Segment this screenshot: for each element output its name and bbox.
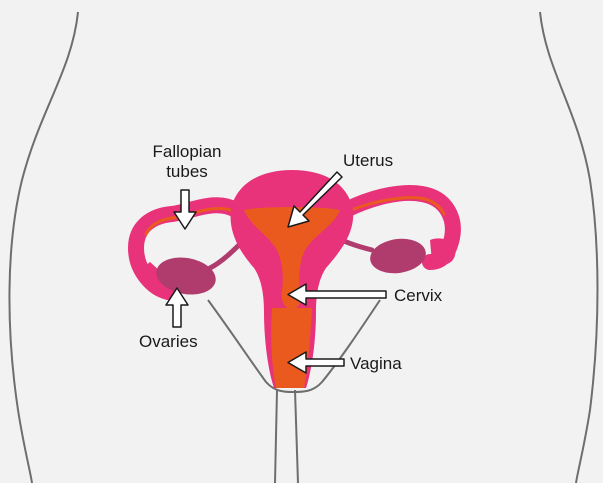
label-uterus: Uterus	[343, 151, 393, 171]
arrow-cervix	[288, 284, 386, 305]
body-outline-right	[540, 12, 598, 483]
label-ovaries: Ovaries	[139, 332, 198, 352]
leg-line-right	[295, 390, 298, 483]
label-fallopian-tubes: Fallopian tubes	[141, 142, 233, 182]
body-outline-left	[9, 12, 78, 483]
ovary-right	[368, 235, 428, 276]
leg-line-left	[275, 390, 277, 483]
label-cervix: Cervix	[394, 286, 442, 306]
vaginal-canal	[271, 308, 312, 388]
label-vagina: Vagina	[350, 354, 402, 374]
